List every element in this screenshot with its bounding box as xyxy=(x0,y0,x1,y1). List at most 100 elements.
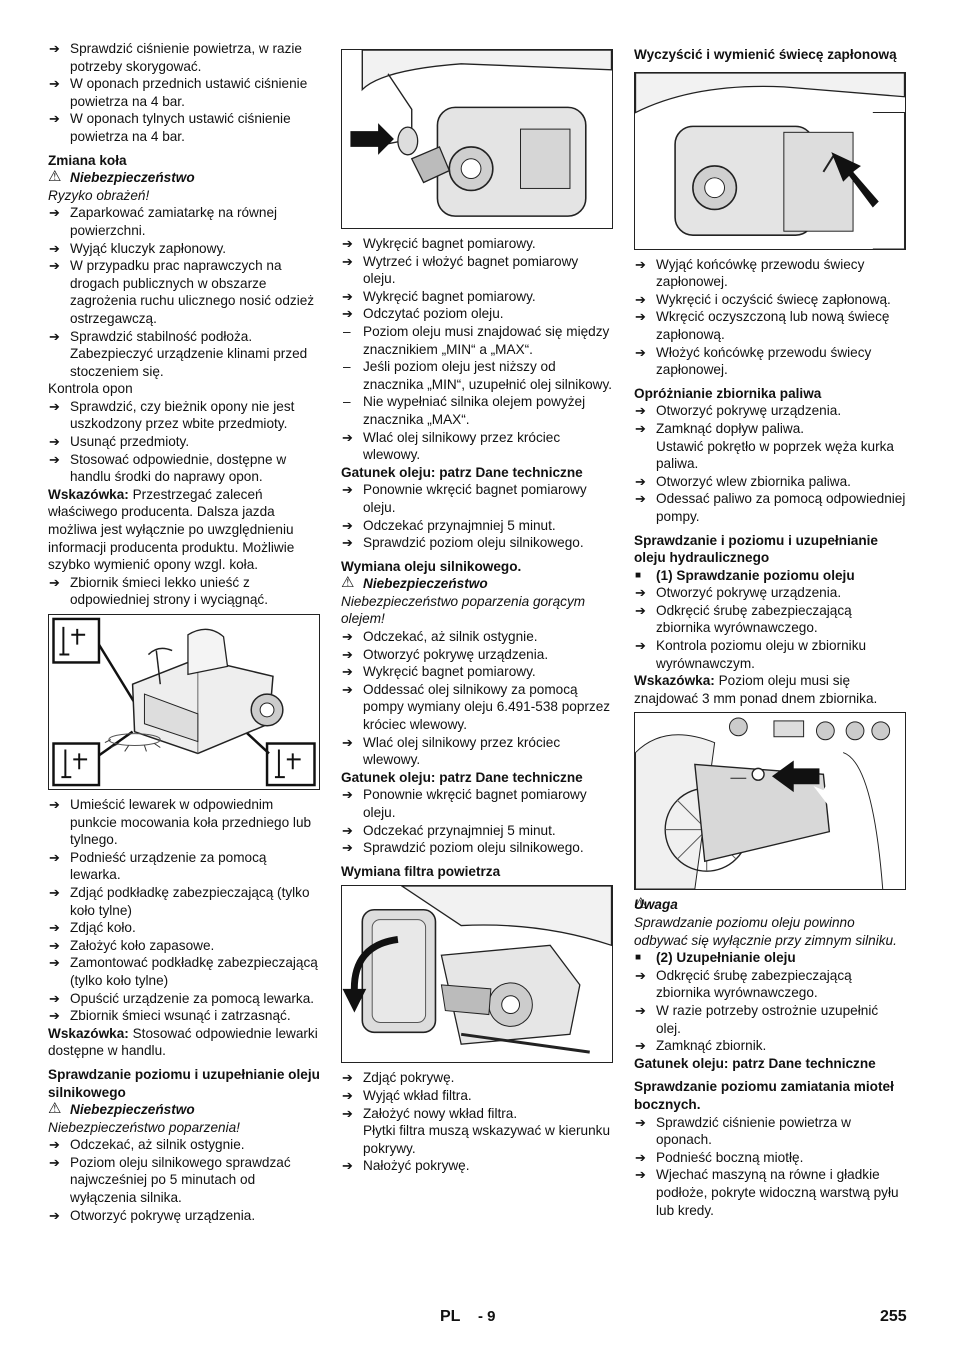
list-item: Otworzyć pokrywę urządzenia. xyxy=(634,402,906,420)
footer-page-number: 255 xyxy=(880,1308,907,1325)
note-paragraph: Wskazówka: Poziom oleju musi się znajdow… xyxy=(634,672,906,707)
list-item: Odczekać przynajmniej 5 minut. xyxy=(341,822,613,840)
list-item: W przypadku prac naprawczych na drogach … xyxy=(48,257,320,327)
subsection-oil-check: (1) Sprawdzanie poziomu oleju xyxy=(634,567,906,585)
list-item: Sprawdzić poziom oleju silnikowego. xyxy=(341,839,613,857)
list-item: W oponach przednich ustawić ciśnienie po… xyxy=(48,75,320,110)
spark-plug-illustration xyxy=(635,72,905,249)
list-item: Wykręcić bagnet pomiarowy. xyxy=(341,288,613,306)
list-item: Jeśli poziom oleju jest niższy od znaczn… xyxy=(341,358,613,393)
list-item: Wjechać maszyną na równe i gładkie podło… xyxy=(634,1166,906,1219)
note-label: Wskazówka: xyxy=(48,486,129,502)
list-item: Odczekać, aż silnik ostygnie. xyxy=(48,1136,320,1154)
list-item: Zamontować podkładkę zabezpieczającą (ty… xyxy=(48,954,320,989)
section-heading-engine-oil: Sprawdzanie poziomu i uzupełnianie oleju… xyxy=(48,1066,320,1100)
list-item: Ponownie wkręcić bagnet pomiarowy oleju. xyxy=(341,786,613,821)
figure-air-filter xyxy=(341,885,613,1064)
list-item: Sprawdzić ciśnienie powietrza, w razie p… xyxy=(48,40,320,75)
list-item: Wykręcić bagnet pomiarowy. xyxy=(341,235,613,253)
list-item: Zamknąć zbiornik. xyxy=(634,1037,906,1055)
sweeper-illustration xyxy=(52,617,316,787)
list-item: Włożyć końcówkę przewodu świecy zapłonow… xyxy=(634,344,906,379)
list-item: Odczekać przynajmniej 5 minut. xyxy=(341,517,613,535)
list-item: Poziom oleju musi znajdować się między z… xyxy=(341,323,613,358)
section-heading-spark-plug: Wyczyścić i wymienić świecę zapłonową xyxy=(634,47,897,62)
danger-warning: Niebezpieczeństwo xyxy=(48,168,320,187)
column-left: Sprawdzić ciśnienie powietrza, w razie p… xyxy=(48,40,320,1224)
list-item: Wkręcić oczyszczoną lub nową świecę zapł… xyxy=(634,308,906,343)
list-item: Ponownie wkręcić bagnet pomiarowy oleju. xyxy=(341,481,613,516)
note-paragraph: Wskazówka: Stosować odpowiednie lewarki … xyxy=(48,1025,320,1060)
list-item: Podnieść urządzenie za pomocą lewarka. xyxy=(48,849,320,884)
danger-warning: Niebezpieczeństwo xyxy=(341,574,613,593)
footer-language: PL xyxy=(440,1308,461,1325)
list-item: Wykręcić bagnet pomiarowy. xyxy=(341,663,613,681)
figure-hydraulic-tank xyxy=(634,712,906,891)
risk-text: Ryzyko obrażeń! xyxy=(48,187,150,203)
list-item: Odczekać, aż silnik ostygnie. xyxy=(341,628,613,646)
list-item: Otworzyć pokrywę urządzenia. xyxy=(634,584,906,602)
section-heading-hydraulic-oil: Sprawdzanie i poziomu i uzupełnianie ole… xyxy=(634,532,878,566)
list-item: W razie potrzeby ostrożnie uzupełnić ole… xyxy=(634,1002,906,1037)
list-item: Sprawdzić poziom oleju silnikowego. xyxy=(341,534,613,552)
figure-oil-dipstick xyxy=(341,49,613,229)
list-item: Podnieść boczną miotłę. xyxy=(634,1149,906,1167)
list-item: Założyć koło zapasowe. xyxy=(48,937,320,955)
list-item: Zbiornik śmieci wsunąć i zatrzasnąć. xyxy=(48,1007,320,1025)
section-heading-air-filter: Wymiana filtra powietrza xyxy=(341,863,501,879)
list-item: Opuścić urządzenie za pomocą lewarka. xyxy=(48,990,320,1008)
risk-text: Niebezpieczeństwo poparzenia! xyxy=(48,1119,240,1135)
list-item: Wytrzeć i włożyć bagnet pomiarowy oleju. xyxy=(341,253,613,288)
list-item: Wyjąć końcówkę przewodu świecy zapłonowe… xyxy=(634,256,906,291)
list-item: Nałożyć pokrywę. xyxy=(341,1157,613,1175)
list-item: Oddessać olej silnikowy za pomocą pompy … xyxy=(341,681,613,734)
note-text: Poziom oleju musi się znajdować 3 mm pon… xyxy=(634,673,878,706)
list-item: Sprawdzić stabilność podłoża. Zabezpiecz… xyxy=(48,328,320,381)
section-heading-fuel-tank: Opróżnianie zbiornika paliwa xyxy=(634,385,822,401)
list-item: Poziom oleju silnikowego sprawdzać najwc… xyxy=(48,1154,320,1207)
list-item: Zdjąć koło. xyxy=(48,919,320,937)
caution-title: Uwaga xyxy=(634,895,906,914)
list-item: Wlać olej silnikowy przez króciec wlewow… xyxy=(341,429,613,464)
list-item: Otworzyć pokrywę urządzenia. xyxy=(341,646,613,664)
section-heading-oil-grade: Gatunek oleju: patrz Dane techniczne xyxy=(341,769,583,785)
risk-text: Niebezpieczeństwo poparzenia gorącym ole… xyxy=(341,593,586,627)
note-text: Stosować odpowiednie lewarki dostępne w … xyxy=(48,1025,318,1059)
footer-section-page: - 9 xyxy=(478,1308,496,1325)
list-item: Zaparkować zamiatarkę na równej powierzc… xyxy=(48,204,320,239)
subheading-tire-check: Kontrola opon xyxy=(48,381,133,397)
list-item: Wyjąć kluczyk zapłonowy. xyxy=(48,240,320,258)
list-item: Sprawdzić ciśnienie powietrza w oponach. xyxy=(634,1114,906,1149)
list-item: Umieścić lewarek w odpowiednim punkcie m… xyxy=(48,796,320,849)
list-item: W oponach tylnych ustawić ciśnienie powi… xyxy=(48,110,320,145)
list-item-continuation: Ustawić pokrętło w poprzek węża kurka pa… xyxy=(656,438,894,472)
section-heading-oil-grade: Gatunek oleju: patrz Dane techniczne xyxy=(341,464,583,480)
figure-spark-plug xyxy=(634,71,906,250)
column-right: Wyczyścić i wymienić świecę zapłonową Wy… xyxy=(634,40,906,1219)
section-heading-side-brush: Sprawdzanie poziomu zamiatania mioteł bo… xyxy=(634,1079,894,1112)
section-heading-oil-change: Wymiana oleju silnikowego. xyxy=(341,558,522,574)
note-text: Przestrzegać zaleceń właściwego producen… xyxy=(48,486,295,573)
list-item: Otworzyć wlew zbiornika paliwa. xyxy=(634,473,906,491)
list-item: Wlać olej silnikowy przez króciec wlewow… xyxy=(341,734,613,769)
figure-sweeper-jack-points xyxy=(48,614,320,790)
list-item: Zdjąć podkładkę zabezpieczającą (tylko k… xyxy=(48,884,320,919)
list-item: Założyć nowy wkład filtra. xyxy=(341,1105,613,1123)
note-label: Wskazówka: xyxy=(634,673,715,689)
list-item: Odkręcić śrubę zabezpieczającą zbiornika… xyxy=(634,602,906,637)
section-heading-oil-grade: Gatunek oleju: patrz Dane techniczne xyxy=(634,1055,876,1071)
list-item: Sprawdzić, czy bieżnik opony nie jest us… xyxy=(48,398,320,433)
note-label: Wskazówka: xyxy=(48,1025,129,1041)
list-item: Otworzyć pokrywę urządzenia. xyxy=(48,1207,320,1225)
air-filter-illustration xyxy=(342,886,612,1054)
engine-dipstick-illustration xyxy=(350,50,612,217)
list-item: Odkręcić śrubę zabezpieczającą zbiornika… xyxy=(634,967,906,1002)
list-item: Wykręcić i oczyścić świecę zapłonową. xyxy=(634,291,906,309)
hydraulic-tank-illustration xyxy=(635,717,891,890)
list-item: Nie wypełniać silnika olejem powyżej zna… xyxy=(341,393,613,428)
list-item: Wyjąć wkład filtra. xyxy=(341,1087,613,1105)
column-middle: Wykręcić bagnet pomiarowy. Wytrzeć i wło… xyxy=(341,40,613,1175)
list-item: Zdjąć pokrywę. xyxy=(341,1069,613,1087)
list-item: Zbiornik śmieci lekko unieść z odpowiedn… xyxy=(48,574,320,609)
list-item: Kontrola poziomu oleju w zbiorniku wyrów… xyxy=(634,637,906,672)
